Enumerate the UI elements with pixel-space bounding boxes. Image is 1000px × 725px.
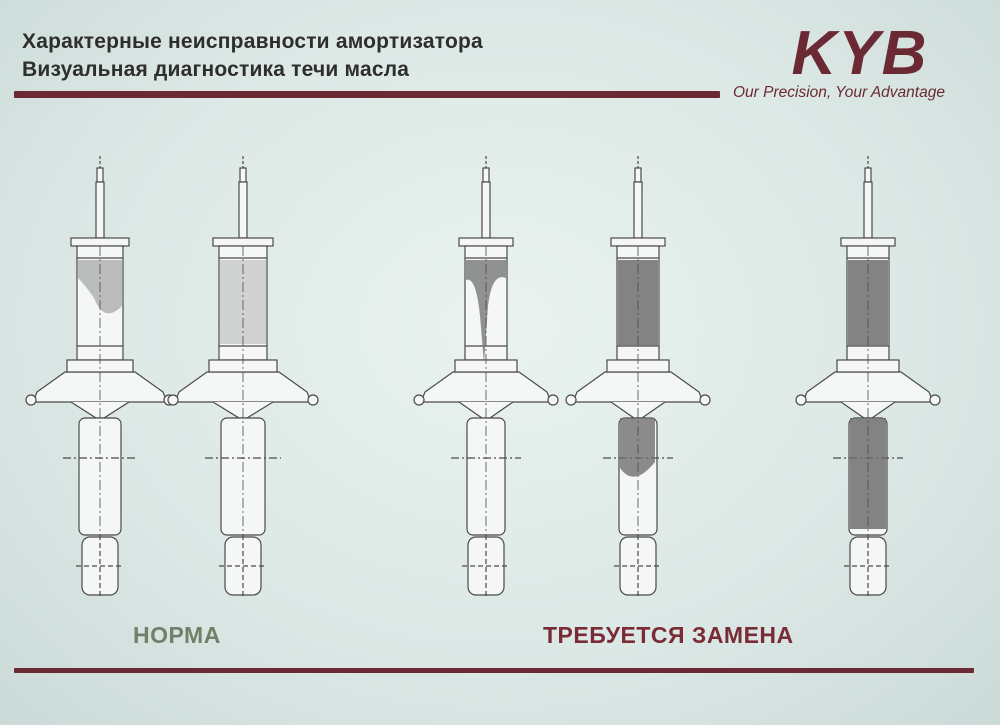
top-mount xyxy=(610,237,666,247)
label-replacement-required: ТРЕБУЕТСЯ ЗАМЕНА xyxy=(543,622,794,648)
top-mount xyxy=(212,237,274,247)
shock-absorber-5 xyxy=(795,156,941,599)
label-normal: НОРМА xyxy=(133,622,221,648)
piston-rod xyxy=(481,181,491,239)
rod-nut xyxy=(96,167,104,183)
kyb-logo-text: KYB xyxy=(792,22,929,80)
footer-divider xyxy=(14,668,974,673)
piston-rod xyxy=(238,181,248,239)
seat-bolt-right xyxy=(929,394,941,406)
rod-nut xyxy=(239,167,247,183)
seat-bolt-right xyxy=(699,394,711,406)
seat-bolt-left xyxy=(25,394,37,406)
seat-bolt-right xyxy=(307,394,319,406)
piston-rod xyxy=(633,181,643,239)
seat-bolt-left xyxy=(167,394,179,406)
shock-absorber-4 xyxy=(565,156,711,599)
seat-bolt-right xyxy=(547,394,559,406)
top-mount xyxy=(70,237,130,247)
seat-bolt-left xyxy=(565,394,577,406)
seat-bolt-left xyxy=(413,394,425,406)
shock-absorber-2 xyxy=(167,156,319,599)
seat-bolt-left xyxy=(795,394,807,406)
page-subtitle: Визуальная диагностика течи масла xyxy=(22,58,410,81)
rod-nut xyxy=(634,167,642,183)
page-title: Характерные неисправности амортизатора xyxy=(22,30,483,53)
rod-nut xyxy=(482,167,490,183)
oil-leak-streak xyxy=(466,260,506,364)
shock-absorber-1 xyxy=(25,156,175,599)
kyb-logo: KYB xyxy=(792,22,929,80)
top-mount xyxy=(458,237,514,247)
shock-absorbers-diagram xyxy=(25,156,941,599)
brand-tagline: Our Precision, Your Advantage xyxy=(733,84,945,101)
top-mount xyxy=(840,237,896,247)
header-divider xyxy=(14,91,720,98)
oil-leak-lower xyxy=(620,418,655,477)
shock-absorber-3 xyxy=(413,156,559,599)
oil-leak-lower-full xyxy=(850,418,886,529)
piston-rod xyxy=(863,181,873,239)
piston-rod xyxy=(95,181,105,239)
title-block: Характерные неисправности амортизатора В… xyxy=(22,28,483,84)
rod-nut xyxy=(864,167,872,183)
